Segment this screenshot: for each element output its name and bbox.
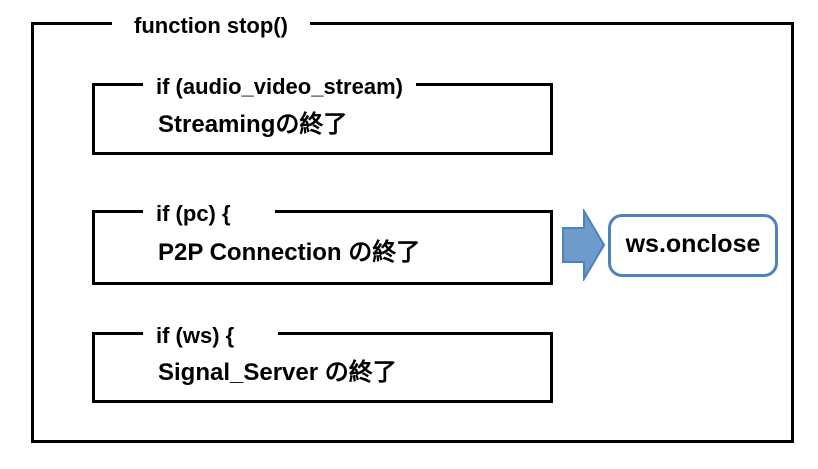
function-stop-group: function stop() [31,13,794,443]
if-pc-block: if (pc) { P2P Connection の終了 [92,201,553,285]
if-audio-video-stream-label: if (audio_video_stream) [143,74,416,100]
streaming-end-text: Streamingの終了 [158,110,348,138]
right-arrow-icon [562,209,606,281]
if-pc-label: if (pc) { [143,201,275,227]
signal-server-end-text: Signal_Server の終了 [158,359,397,386]
if-ws-label: if (ws) { [143,323,279,349]
if-ws-block: if (ws) { Signal_Server の終了 [92,323,553,403]
p2p-connection-end-text: P2P Connection の終了 [158,239,421,266]
if-audio-video-stream-block: if (audio_video_stream) Streamingの終了 [92,74,553,155]
ws-onclose-box: ws.onclose [608,214,778,277]
function-stop-label: function stop() [112,13,310,39]
ws-onclose-label: ws.onclose [625,230,761,258]
